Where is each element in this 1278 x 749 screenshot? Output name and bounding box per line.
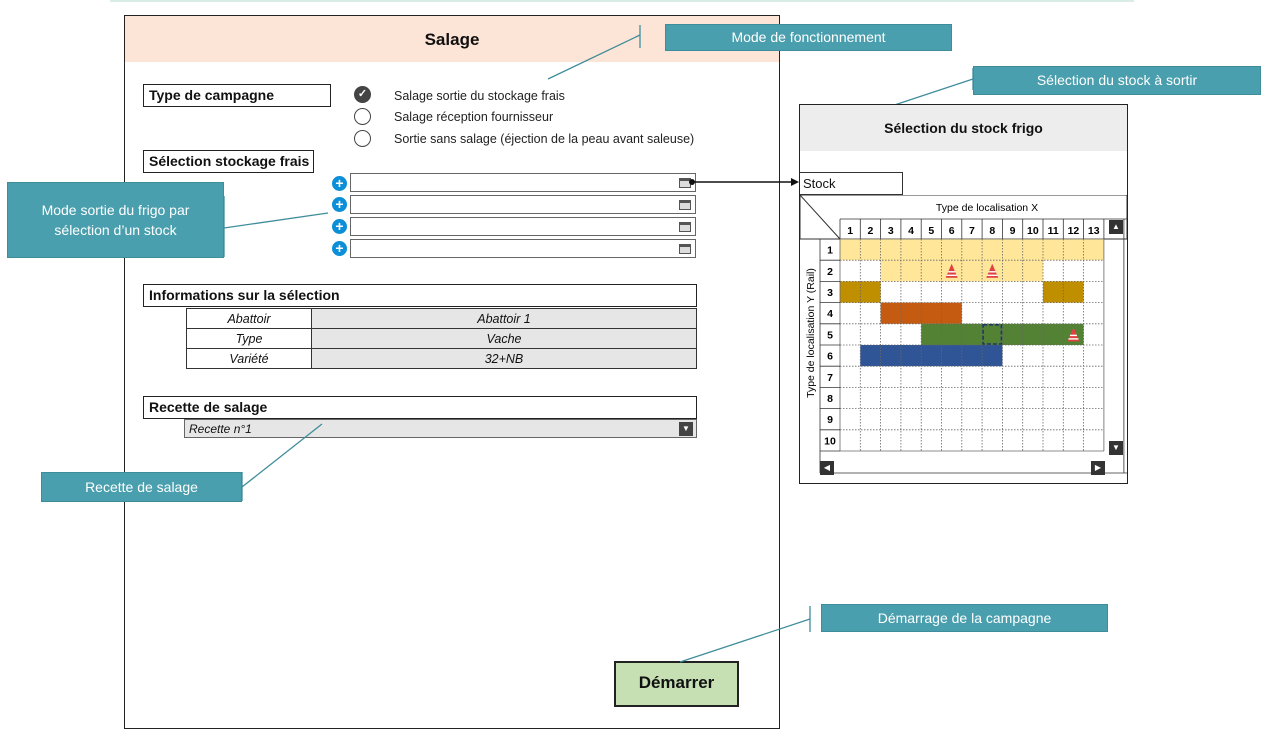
callout-demarrage: Démarrage de la campagne bbox=[821, 604, 1108, 632]
scroll-up-icon[interactable]: ▲ bbox=[1109, 220, 1123, 234]
row-header: 4 bbox=[827, 308, 833, 320]
stock-segment bbox=[1043, 281, 1084, 303]
row-header: 9 bbox=[827, 414, 833, 426]
info-key: Variété bbox=[186, 348, 312, 369]
column-header: 10 bbox=[1027, 225, 1039, 237]
scroll-down-icon[interactable]: ▼ bbox=[1109, 441, 1123, 455]
stockage-frais-label: Sélection stockage frais bbox=[143, 150, 314, 173]
cone-icon bbox=[945, 263, 958, 278]
column-header: 6 bbox=[949, 225, 955, 237]
cone-icon bbox=[1067, 327, 1080, 342]
page-title: Salage bbox=[424, 30, 480, 49]
info-value: 32+NB bbox=[311, 348, 697, 369]
salage-panel bbox=[124, 15, 780, 729]
start-button[interactable]: Démarrer bbox=[614, 661, 739, 707]
y-axis-label: Type de localisation Y (Rail) bbox=[805, 268, 817, 398]
column-header: 13 bbox=[1088, 225, 1100, 237]
stock-segment bbox=[840, 281, 881, 303]
row-header: 7 bbox=[827, 372, 833, 384]
column-header: 12 bbox=[1068, 225, 1080, 237]
stock-segment bbox=[860, 345, 1003, 367]
x-axis-label: Type de localisation X bbox=[936, 202, 1038, 214]
stock-field-3[interactable] bbox=[350, 217, 696, 236]
row-header: 2 bbox=[827, 266, 833, 278]
calendar-icon[interactable] bbox=[679, 244, 691, 254]
row-header: 1 bbox=[827, 245, 833, 257]
info-value: Vache bbox=[311, 328, 697, 349]
stock-field-2[interactable] bbox=[350, 195, 696, 214]
add-stock-3-icon[interactable]: + bbox=[332, 219, 347, 234]
radio-label-sortie-sans-salage: Sortie sans salage (éjection de la peau … bbox=[394, 132, 695, 146]
column-header: 5 bbox=[928, 225, 934, 237]
top-divider bbox=[110, 0, 1134, 2]
column-header: 9 bbox=[1010, 225, 1016, 237]
radio-label-salage-sortie-stockage: Salage sortie du stockage frais bbox=[394, 89, 565, 103]
tab-stock[interactable]: Stock bbox=[800, 172, 903, 195]
recette-select[interactable]: Recette n°1 ▼ bbox=[184, 419, 697, 438]
calendar-icon[interactable] bbox=[679, 222, 691, 232]
cone-icon bbox=[986, 263, 999, 278]
column-header: 1 bbox=[847, 225, 853, 237]
info-key: Type bbox=[186, 328, 312, 349]
radio-label-salage-reception: Salage réception fournisseur bbox=[394, 110, 554, 124]
frigo-title: Sélection du stock frigo bbox=[884, 120, 1043, 136]
add-stock-4-icon[interactable]: + bbox=[332, 241, 347, 256]
frigo-header bbox=[800, 105, 1127, 151]
informations-label: Informations sur la sélection bbox=[143, 284, 697, 307]
chevron-down-icon[interactable]: ▼ bbox=[679, 422, 693, 436]
callout-recette: Recette de salage bbox=[41, 472, 242, 502]
row-header: 6 bbox=[827, 351, 833, 363]
selected-cell bbox=[982, 324, 1003, 345]
recette-label: Recette de salage bbox=[143, 396, 697, 419]
scroll-right-icon[interactable]: ▶ bbox=[1091, 461, 1105, 475]
stock-field-4[interactable] bbox=[350, 239, 696, 258]
column-header: 8 bbox=[989, 225, 995, 237]
scroll-left-icon[interactable]: ◀ bbox=[820, 461, 834, 475]
row-header: 5 bbox=[827, 329, 833, 341]
column-header: 7 bbox=[969, 225, 975, 237]
calendar-icon[interactable] bbox=[679, 200, 691, 210]
type-campagne-label: Type de campagne bbox=[143, 84, 331, 107]
corner-diagonal bbox=[800, 195, 841, 240]
radio-salage-reception-fournisseur[interactable] bbox=[354, 108, 371, 125]
callout-mode-fonctionnement: Mode de fonctionnement bbox=[665, 24, 952, 51]
callout-mode-sortie: Mode sortie du frigo par sélection d’un … bbox=[7, 182, 224, 258]
add-stock-1-icon[interactable]: + bbox=[332, 176, 347, 191]
column-header: 3 bbox=[888, 225, 894, 237]
column-header: 11 bbox=[1048, 225, 1059, 237]
stock-segment bbox=[840, 239, 1104, 261]
recette-select-value: Recette n°1 bbox=[189, 422, 252, 436]
column-header: 4 bbox=[908, 225, 914, 237]
add-stock-2-icon[interactable]: + bbox=[332, 197, 347, 212]
row-header: 10 bbox=[824, 435, 836, 447]
row-header: 8 bbox=[827, 393, 833, 405]
column-header: 2 bbox=[868, 225, 874, 237]
callout-selection-stock: Sélection du stock à sortir bbox=[973, 66, 1261, 95]
radio-salage-sortie-stockage[interactable]: ✓ bbox=[354, 86, 371, 103]
row-header: 3 bbox=[827, 287, 833, 299]
radio-sortie-sans-salage[interactable] bbox=[354, 130, 371, 147]
